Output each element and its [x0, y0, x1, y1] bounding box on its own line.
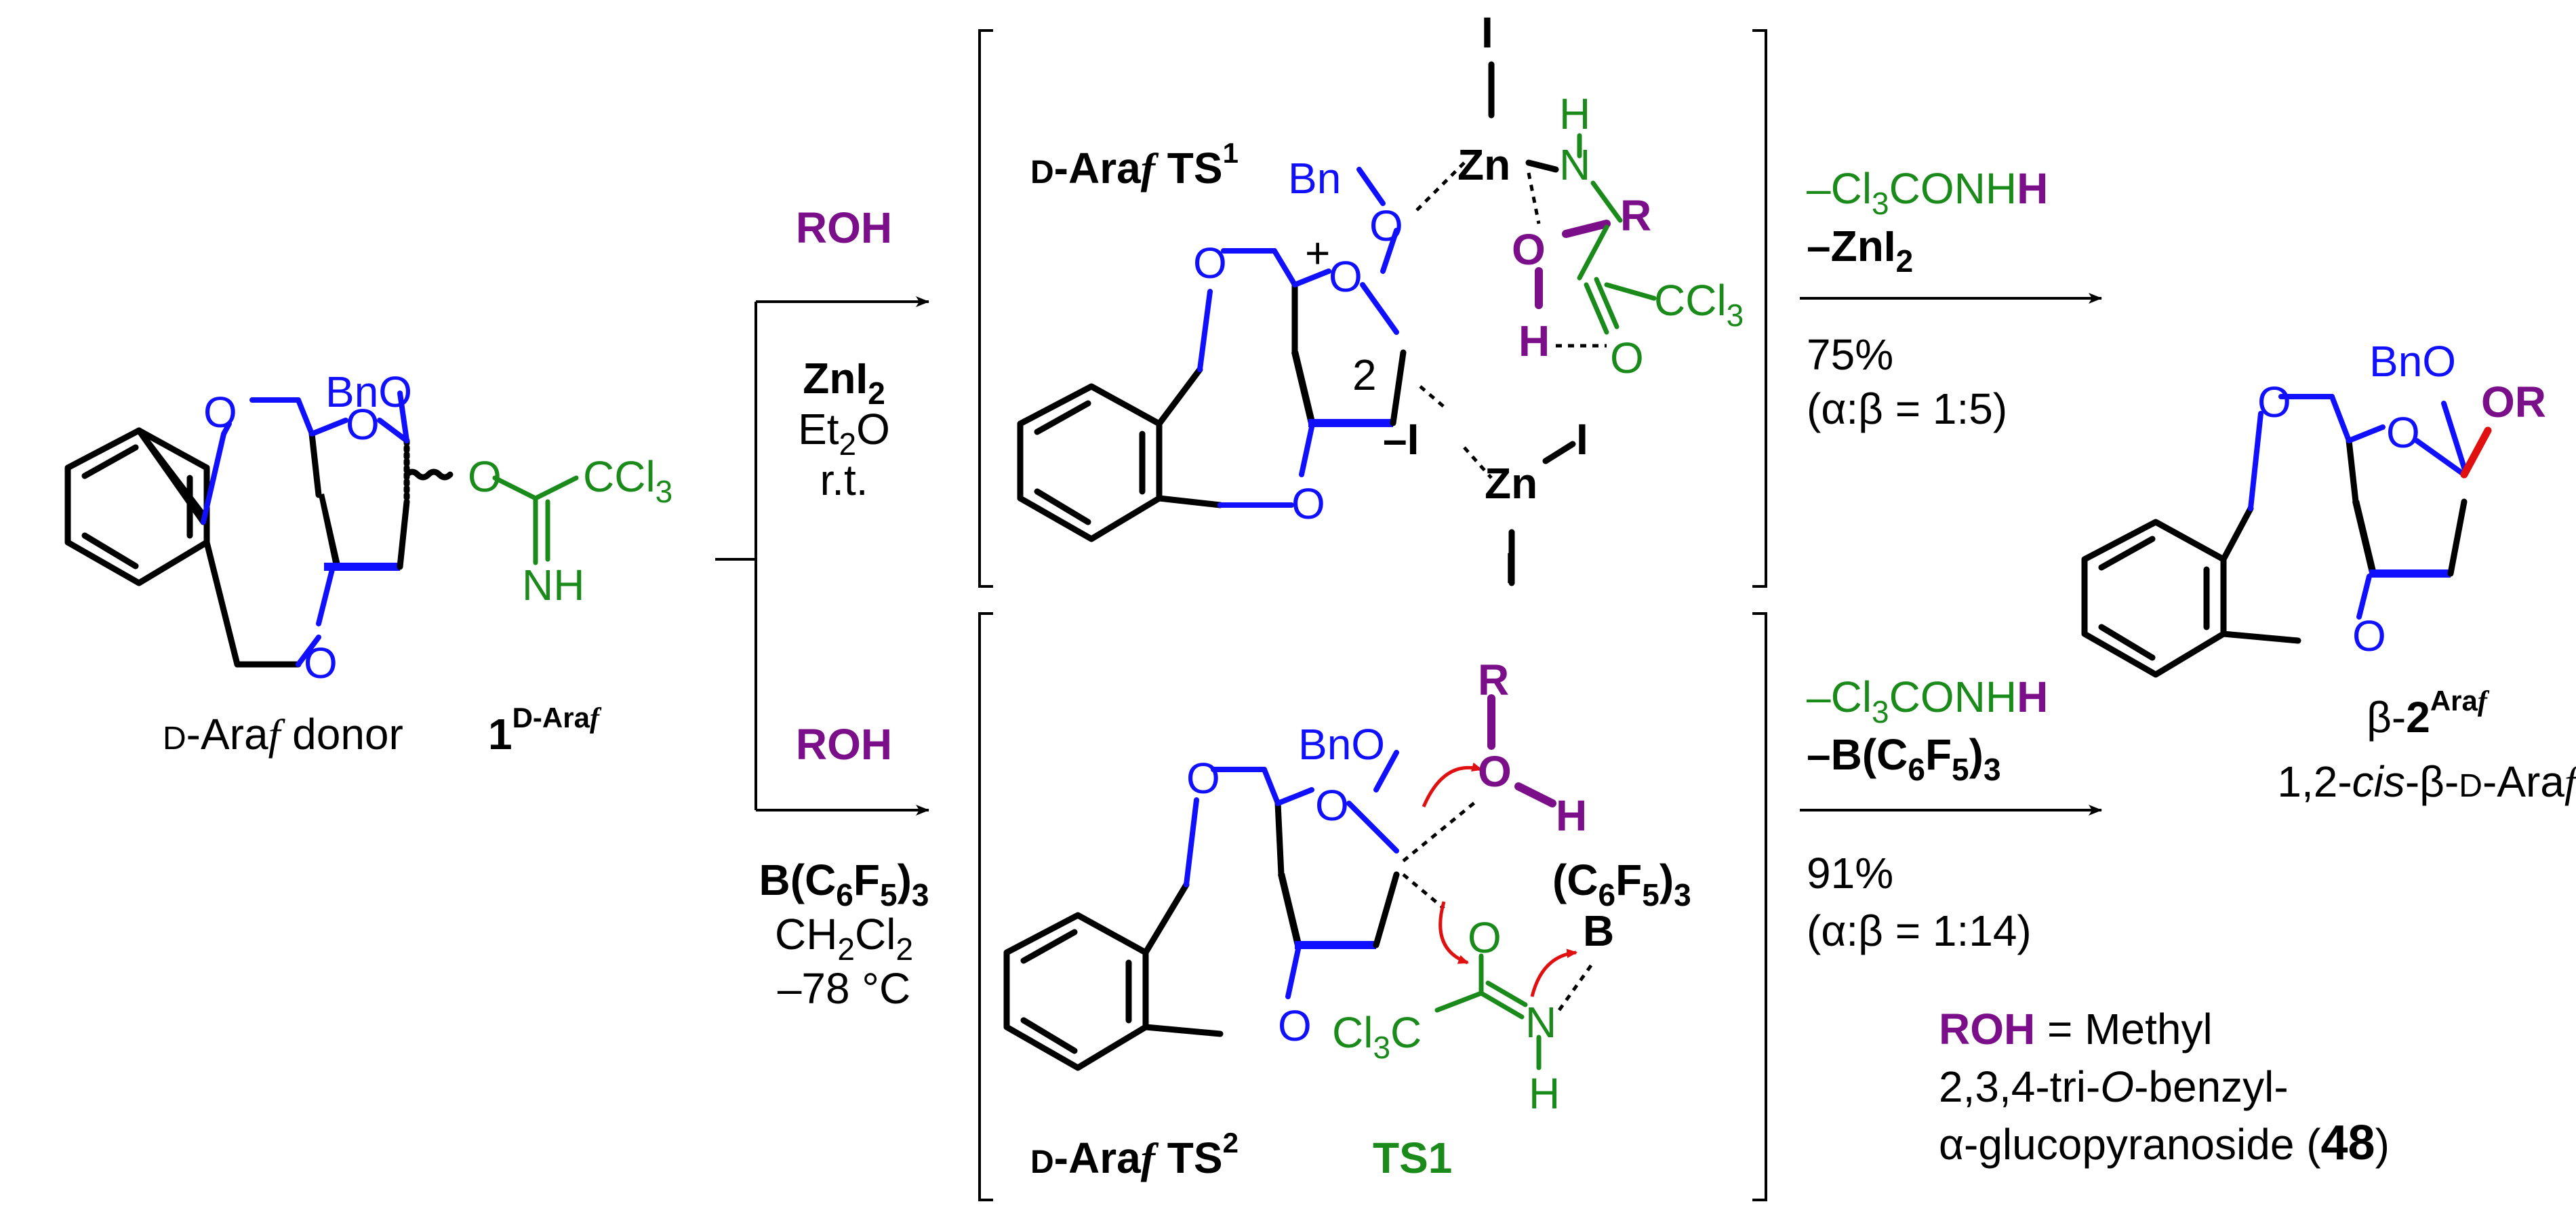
upper-i-right: I: [1576, 415, 1588, 464]
donor-caption: D-Araf donor: [163, 710, 403, 759]
upper-condition-rt: r.t.: [820, 456, 868, 504]
lower-transition-state: D-Araf TS2 TS1 BnO O O O R O H O N H Cl3…: [1003, 656, 1691, 1182]
upper-ratio: (α:β = 1:5): [1807, 384, 2007, 433]
product-bno: BnO: [2369, 337, 2456, 386]
upper-o-bn: O: [1369, 201, 1403, 250]
lower-condition-temp: –78 °C: [778, 964, 910, 1013]
upper-zn-bottom: Zn: [1485, 459, 1537, 508]
donor-compound-label: 1D-Araf: [488, 702, 602, 759]
upper-yield: 75%: [1807, 330, 1893, 379]
upper-transition-state: D-Araf TS1 Bn O Zn I N H R O H CCl3 O O …: [1017, 8, 1744, 593]
upper-o-bridge-bottom: O: [1291, 479, 1325, 528]
upper-h-n: H: [1559, 89, 1590, 138]
upper-byproduct-amide: –Cl3CONHH: [1807, 164, 2048, 221]
upper-zn-top: Zn: [1457, 140, 1510, 189]
upper-i-bottom: I: [1505, 544, 1517, 593]
product-label: β-2Araf: [2367, 685, 2490, 742]
lower-ts1-label: TS1: [1373, 1134, 1452, 1182]
donor-o-ring: O: [346, 400, 380, 449]
legend-line1: ROH = Methyl: [1939, 1005, 2213, 1054]
lower-o-imidate: O: [1468, 913, 1502, 962]
upper-h-roh: H: [1518, 317, 1550, 365]
upper-o-ring: O: [1329, 252, 1363, 301]
donor-bno: BnO: [325, 367, 412, 416]
lower-reagent-roh: ROH: [796, 720, 892, 769]
upper-bn: Bn: [1288, 154, 1341, 203]
lower-byproduct-amide: –Cl3CONHH: [1807, 673, 2048, 729]
lower-h-roh: H: [1556, 791, 1587, 840]
upper-condition-zni2: ZnI2: [803, 354, 885, 411]
product-or: OR: [2481, 378, 2546, 426]
lower-condition-solvent: CH2Cl2: [775, 910, 913, 967]
upper-o-carbonyl: O: [1610, 334, 1644, 382]
legend-line3: α-glucopyranoside (48): [1939, 1116, 2390, 1170]
branch-arrows: [715, 296, 929, 816]
donor-structure: BnO O O O O CCl3 NH D-Araf donor 1D-Araf: [64, 367, 672, 759]
upper-reagent-roh: ROH: [796, 203, 892, 252]
lower-yield: 91%: [1807, 849, 1893, 898]
upper-o-bridge-top: O: [1193, 239, 1227, 287]
product-o-ring: O: [2386, 408, 2420, 457]
donor-ccl3: CCl3: [583, 452, 672, 509]
donor-o-bridge-top: O: [203, 388, 237, 437]
brackets: [978, 29, 1767, 1201]
lower-n: N: [1525, 998, 1556, 1047]
donor-benzene-ring: [64, 427, 210, 586]
product-o-bridge-bottom: O: [2352, 612, 2386, 660]
product-structure: BnO OR O O O β-2Araf 1,2-cis-β-D-Araf: [2081, 337, 2576, 806]
upper-two: 2: [1352, 350, 1377, 399]
upper-i-top: I: [1481, 8, 1493, 57]
legend-line2: 2,3,4-tri-O-benzyl-: [1939, 1062, 2289, 1111]
lower-r: R: [1478, 656, 1509, 704]
lower-condition-borane: B(C6F5)3: [759, 856, 929, 913]
donor-nh: NH: [522, 561, 584, 609]
upper-o-plus: +: [1305, 228, 1330, 277]
upper-ccl3: CCl3: [1654, 276, 1744, 333]
upper-n: N: [1559, 140, 1590, 189]
lower-o-roh: O: [1478, 747, 1512, 796]
lower-borane-ligands: (C6F5)3: [1552, 856, 1691, 913]
lower-b: B: [1583, 906, 1614, 955]
upper-o-roh: O: [1512, 225, 1546, 274]
upper-iodide: –I: [1383, 415, 1419, 464]
lower-cl3c: Cl3C: [1332, 1008, 1422, 1065]
donor-o-link: O: [468, 452, 502, 501]
lower-h-n: H: [1529, 1069, 1560, 1118]
lower-o-bridge-top: O: [1186, 754, 1220, 803]
product-description: 1,2-cis-β-D-Araf: [2277, 757, 2576, 806]
lower-bno: BnO: [1298, 720, 1385, 769]
roh-legend: ROH = Methyl 2,3,4-tri-O-benzyl- α-gluco…: [1939, 1005, 2390, 1170]
lower-byproduct-borane: –B(C6F5)3: [1807, 730, 2001, 787]
upper-condition-et2o: Et2O: [798, 405, 890, 462]
lower-o-bridge-bottom: O: [1278, 1001, 1312, 1050]
lower-o-ring: O: [1315, 781, 1349, 830]
donor-o-bridge-bottom: O: [304, 639, 338, 687]
upper-byproduct-zni2: –ZnI2: [1807, 222, 1913, 279]
lower-ts-label: D-Araf TS2: [1030, 1127, 1239, 1182]
upper-ts-label: D-Araf TS1: [1030, 137, 1239, 193]
upper-r: R: [1620, 191, 1651, 240]
product-o-bridge-top: O: [2257, 378, 2291, 426]
lower-ratio: (α:β = 1:14): [1807, 906, 2032, 955]
